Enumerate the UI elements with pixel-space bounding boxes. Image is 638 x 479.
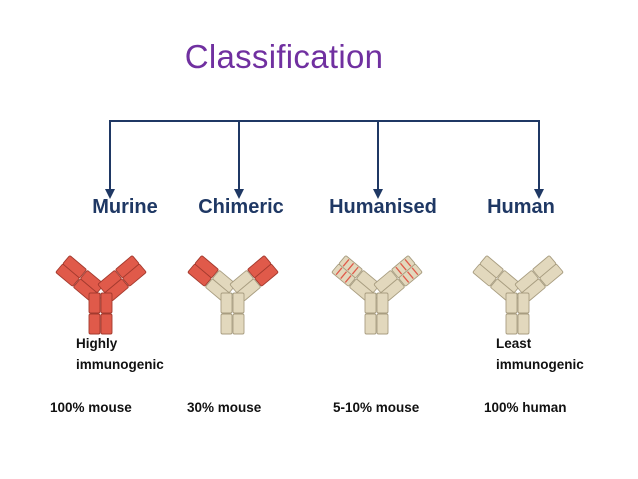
human-antibody-icon — [472, 255, 564, 335]
left-arm-constant-domain-2 — [497, 270, 522, 293]
fc-domain-upper-2 — [232, 292, 245, 314]
type-label-murine: Murine — [92, 196, 158, 218]
fc-domain-lower-1 — [220, 313, 233, 335]
fc-domain-upper-1 — [88, 292, 101, 314]
left-arm-cdr-stripe-1-2 — [340, 271, 347, 280]
fc-domain-lower-2 — [232, 313, 245, 335]
left-arm-variable-domain-2 — [479, 255, 504, 278]
immunogenicity-note-low: Least immunogenic — [496, 333, 584, 375]
left-arm-variable-domain-2 — [62, 255, 87, 278]
right-arm-cdr-stripe-2-3 — [402, 275, 410, 283]
note-low-line-2: immunogenic — [496, 357, 584, 372]
chimeric-antibody-icon — [187, 255, 279, 335]
right-arm-cdr-stripe-1-1 — [404, 258, 412, 267]
diagram-title: Classification — [184, 38, 384, 75]
note-low-line-1: Least — [496, 336, 532, 351]
percent-human: 100% human — [484, 400, 567, 415]
right-arm-cdr-stripe-1-2 — [399, 262, 407, 271]
type-label-chimeric: Chimeric — [198, 196, 284, 218]
left-arm-constant-domain-2 — [212, 270, 237, 293]
left-arm-cdr-stripe-2-1 — [342, 258, 350, 267]
percent-chimeric: 30% mouse — [187, 400, 262, 415]
murine-antibody-icon — [55, 255, 147, 335]
fc-domain-upper-2 — [376, 292, 389, 314]
type-label-human: Human — [487, 196, 555, 218]
right-arm-cdr-stripe-2-1 — [411, 267, 419, 276]
percent-murine: 100% mouse — [50, 400, 132, 415]
fc-domain-lower-2 — [100, 313, 113, 335]
left-arm-cdr-stripe-1-3 — [344, 275, 352, 283]
humanised-antibody-icon — [331, 255, 423, 335]
right-arm-variable-domain-2 — [122, 264, 147, 287]
right-arm-cdr-stripe-2-2 — [407, 271, 414, 280]
fc-domain-lower-1 — [505, 313, 518, 335]
fc-domain-upper-1 — [364, 292, 377, 314]
right-arm-cdr-stripe-1-3 — [395, 266, 403, 275]
fc-domain-upper-2 — [100, 292, 113, 314]
left-arm-cdr-stripe-2-3 — [351, 266, 359, 275]
fc-domain-lower-1 — [88, 313, 101, 335]
fc-domain-lower-2 — [517, 313, 530, 335]
right-arm-variable-domain-2 — [254, 264, 279, 287]
type-label-humanised: Humanised — [329, 196, 437, 218]
percent-humanised: 5-10% mouse — [333, 400, 420, 415]
left-arm-constant-domain-2 — [80, 270, 105, 293]
note-high-line-1: Highly — [76, 336, 118, 351]
fc-domain-lower-2 — [376, 313, 389, 335]
left-arm-constant-domain-2 — [356, 270, 381, 293]
fc-domain-upper-1 — [220, 292, 233, 314]
left-arm-cdr-stripe-1-1 — [335, 267, 343, 276]
fc-domain-lower-1 — [364, 313, 377, 335]
fc-domain-upper-2 — [517, 292, 530, 314]
immunogenicity-note-high: Highly immunogenic — [76, 333, 164, 375]
right-arm-variable-domain-2 — [539, 264, 564, 287]
left-arm-cdr-stripe-2-2 — [347, 262, 355, 271]
left-arm-variable-domain-2 — [194, 255, 219, 278]
note-high-line-2: immunogenic — [76, 357, 164, 372]
fc-domain-upper-1 — [505, 292, 518, 314]
